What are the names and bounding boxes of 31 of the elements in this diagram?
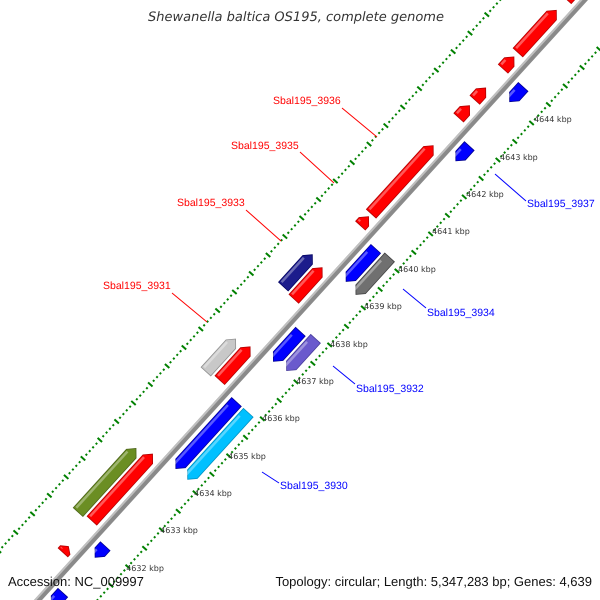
genome-summary-text: Topology: circular; Length: 5,347,283 bp; Genes: 4,639 [275, 574, 592, 590]
leader-line [402, 288, 426, 308]
ruler-label: 4638 kbp [330, 340, 368, 350]
leader-line [246, 210, 282, 242]
ruler-label: 4636 kbp [262, 414, 300, 424]
gene-label: Sbal195_3935 [231, 140, 299, 153]
leader-line [300, 152, 334, 184]
ruler-label: 4643 kbp [500, 152, 538, 163]
ruler-label: 4640 kbp [398, 264, 436, 275]
ruler-label: 4637 kbp [296, 376, 334, 387]
ruler-label: 4633 kbp [160, 526, 198, 536]
leader-line [172, 292, 208, 322]
gene-label: Sbal195_3934 [427, 307, 495, 320]
ruler-label: 4641 kbp [432, 227, 470, 238]
ruler-label: 4634 kbp [194, 489, 232, 499]
gene-label: Sbal195_3931 [103, 280, 171, 293]
gene-label: Sbal195_3932 [356, 383, 424, 396]
ruler-label: 4639 kbp [364, 302, 402, 312]
leader-line [332, 366, 356, 384]
gene-label: Sbal195_3936 [273, 95, 341, 108]
ruler-label: 4644 kbp [534, 115, 572, 126]
leader-line [342, 108, 378, 138]
ruler-label: 4632 kbp [126, 564, 164, 574]
ruler-label: 4642 kbp [466, 190, 504, 200]
leader-line [262, 472, 280, 484]
gene-label: Sbal195_3930 [280, 480, 348, 493]
gene-label: Sbal195_3933 [177, 197, 245, 210]
gene-label: Sbal195_3937 [527, 198, 595, 211]
accession-text: Accession: NC_009997 [8, 574, 144, 590]
leader-line [494, 174, 526, 202]
title: Shewanella baltica OS195, complete genome [146, 9, 446, 26]
